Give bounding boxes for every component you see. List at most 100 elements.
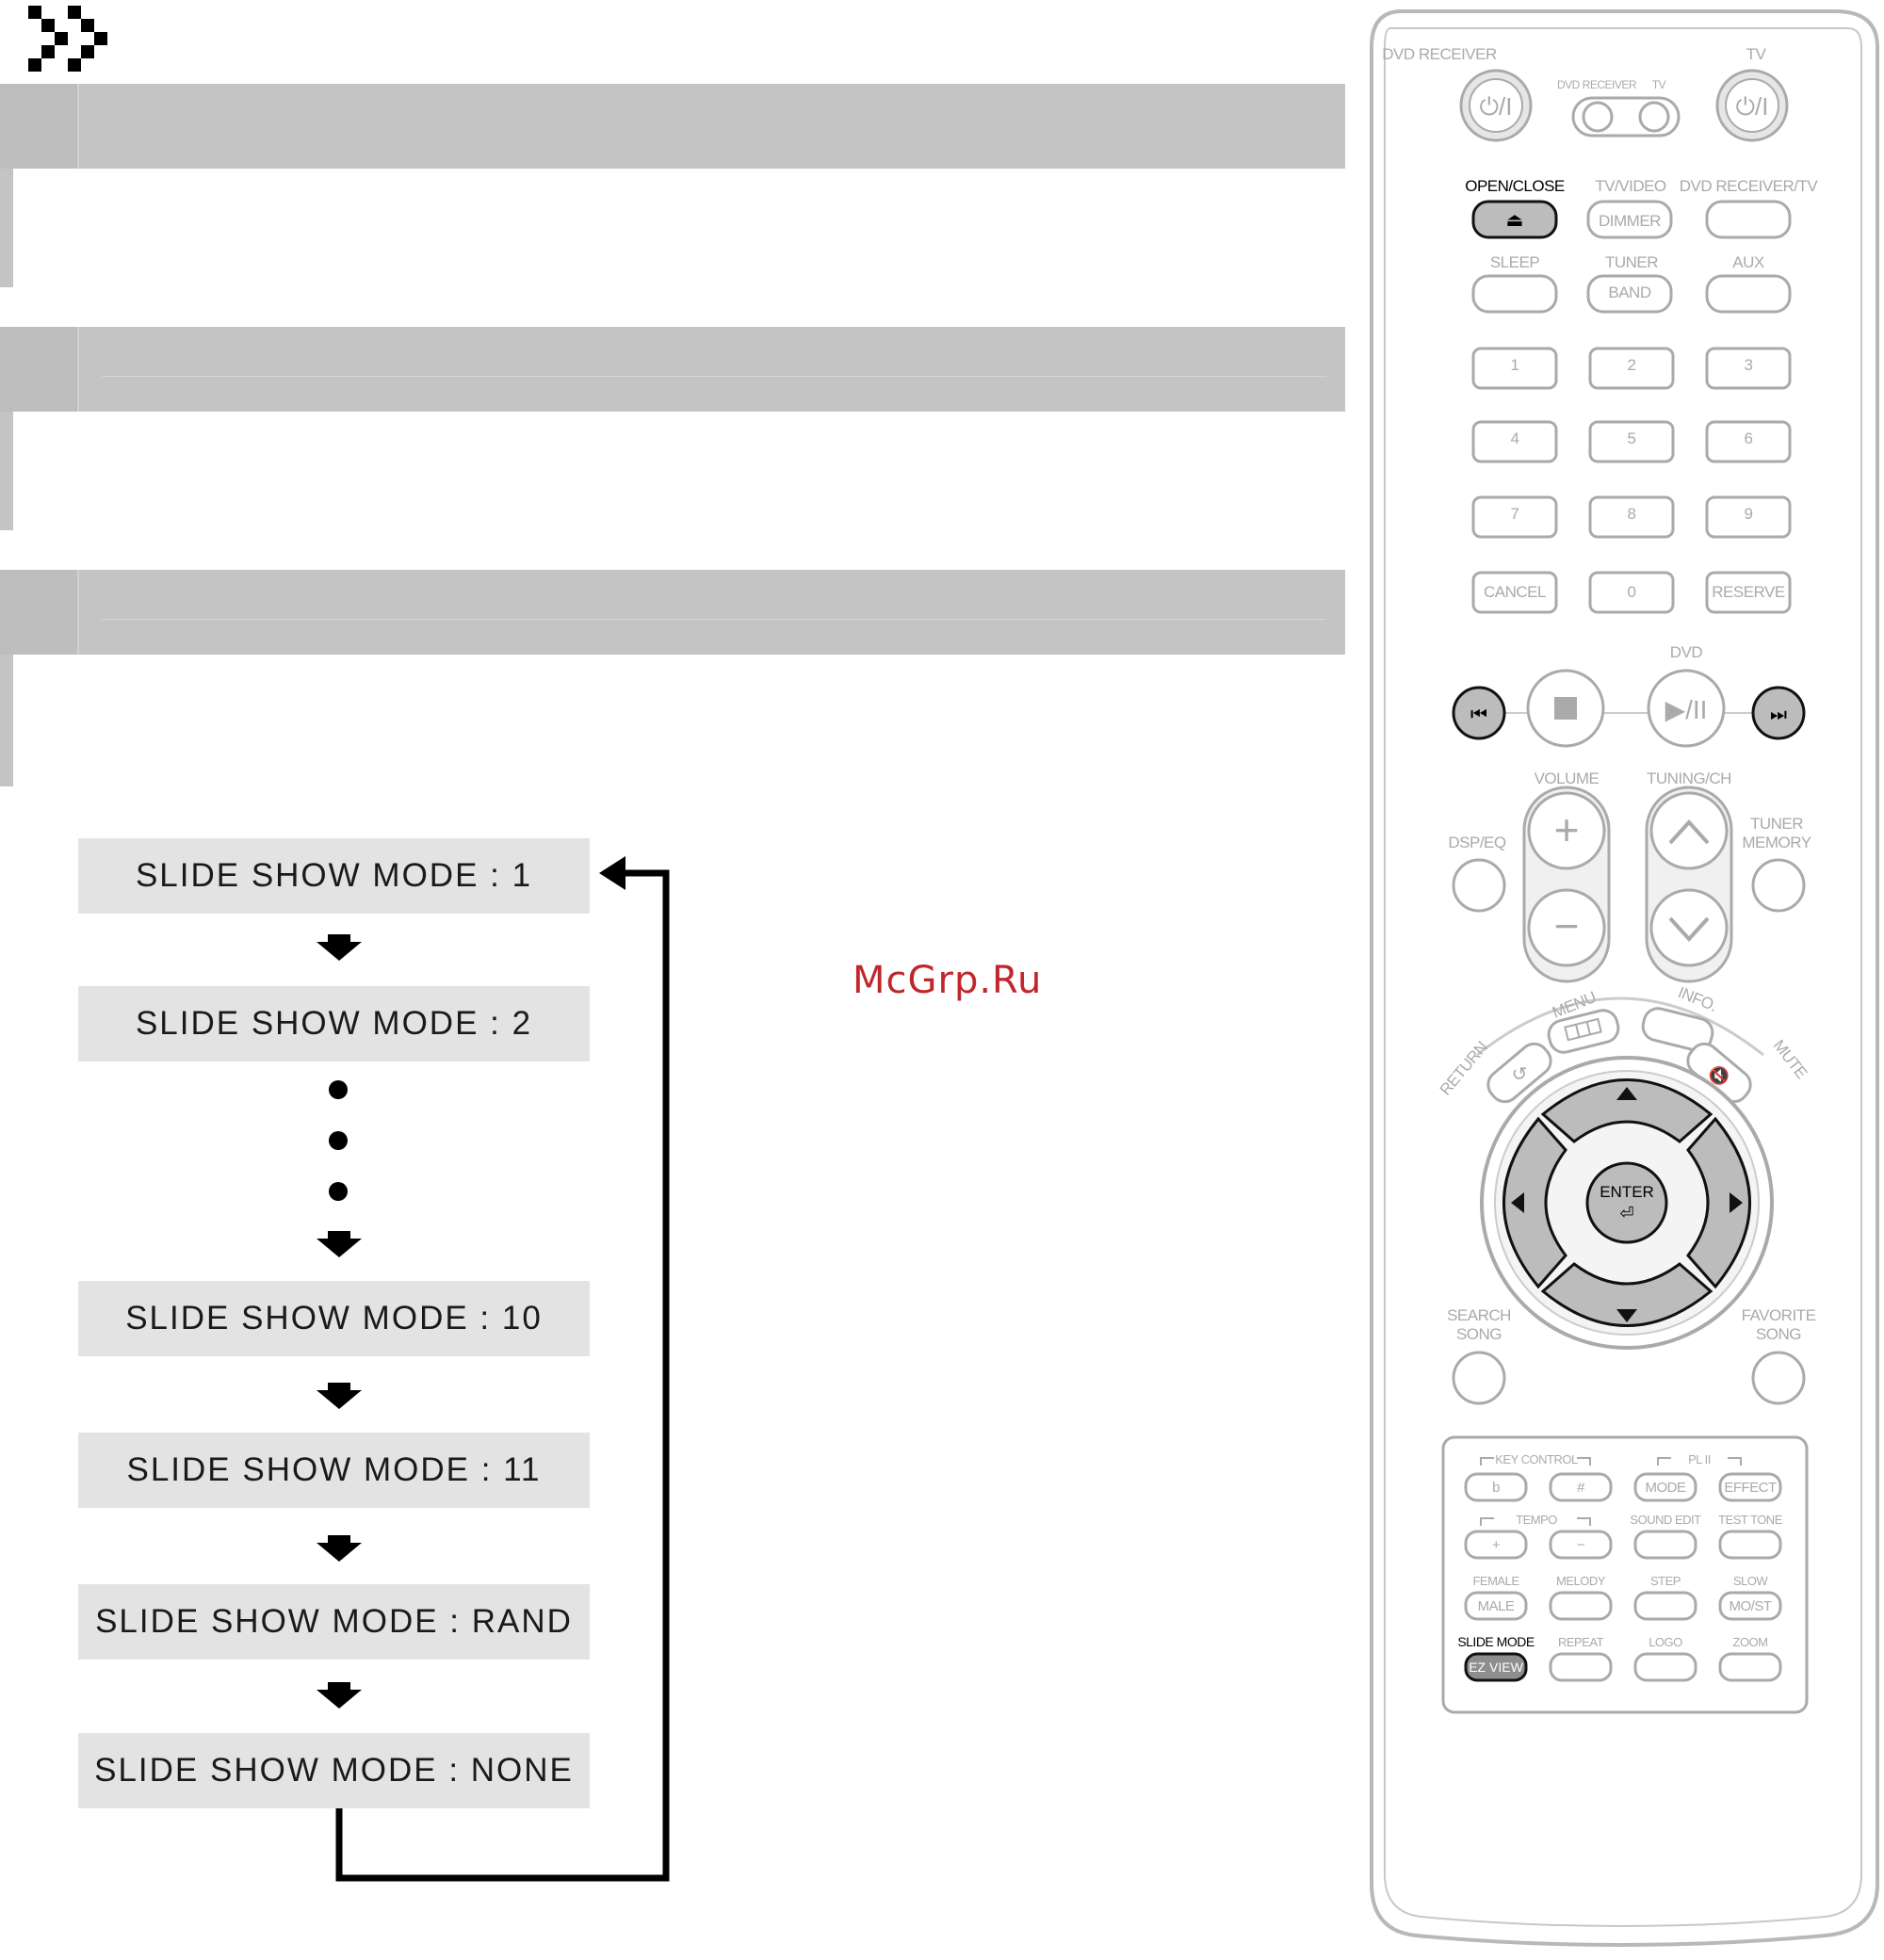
key-sharp-button[interactable]: # bbox=[1549, 1472, 1613, 1502]
sound-edit-button[interactable] bbox=[1633, 1530, 1697, 1560]
enter-icon: ⏎ bbox=[1619, 1204, 1633, 1223]
tv-power-button[interactable]: ⏻/I bbox=[1715, 69, 1789, 142]
arrow-up-icon bbox=[1616, 1087, 1637, 1100]
number-button-3[interactable]: 3 bbox=[1705, 347, 1792, 390]
melody-button[interactable] bbox=[1549, 1591, 1613, 1621]
aux-button[interactable] bbox=[1705, 274, 1792, 314]
section-side-rule bbox=[0, 412, 13, 530]
zoom-button[interactable] bbox=[1718, 1652, 1782, 1682]
dvd-receiver-tv-label: DVD RECEIVER/TV bbox=[1680, 177, 1819, 195]
return-icon: ↺ bbox=[1512, 1064, 1528, 1085]
tempo-down-button[interactable]: − bbox=[1549, 1530, 1613, 1560]
svg-text:5: 5 bbox=[1628, 429, 1636, 447]
mode-toggle-switch[interactable] bbox=[1571, 96, 1681, 138]
mode-label: SLIDE SHOW MODE : 2 bbox=[135, 1005, 533, 1042]
number-button-9[interactable]: 9 bbox=[1705, 495, 1792, 539]
number-button-2[interactable]: 2 bbox=[1588, 347, 1675, 390]
return-button[interactable]: ↺ bbox=[1483, 1038, 1557, 1108]
enter-button[interactable]: ENTER ⏎ bbox=[1585, 1161, 1668, 1244]
ellipsis-dot bbox=[329, 1182, 348, 1201]
male-button[interactable]: MALE bbox=[1464, 1591, 1528, 1621]
mode-label: SLIDE SHOW MODE : NONE bbox=[94, 1752, 574, 1789]
tuner-memory-button[interactable] bbox=[1751, 858, 1806, 913]
svg-text:MO/ST: MO/ST bbox=[1730, 1598, 1772, 1614]
svg-text:4: 4 bbox=[1511, 429, 1519, 447]
dvd-receiver-tv-button[interactable] bbox=[1705, 200, 1792, 239]
mode-box-10: SLIDE SHOW MODE : 10 bbox=[78, 1281, 590, 1356]
section-header-bar-1 bbox=[0, 84, 1345, 169]
key-flat-button[interactable]: b bbox=[1464, 1472, 1528, 1502]
stop-button[interactable] bbox=[1526, 669, 1605, 748]
mode-label: SLIDE SHOW MODE : RAND bbox=[95, 1603, 573, 1640]
power-icon: ⏻/I bbox=[1479, 92, 1512, 121]
svg-text:CANCEL: CANCEL bbox=[1484, 583, 1546, 601]
dvd-receiver-power-button[interactable]: ⏻/I bbox=[1459, 69, 1533, 142]
cancel-button[interactable]: CANCEL bbox=[1471, 571, 1558, 614]
band-button[interactable]: BAND bbox=[1586, 274, 1673, 314]
svg-text:2: 2 bbox=[1628, 356, 1636, 374]
volume-up-button[interactable]: + bbox=[1527, 791, 1606, 870]
repeat-button[interactable] bbox=[1549, 1652, 1613, 1682]
dsp-eq-label: DSP/EQ bbox=[1448, 834, 1506, 851]
svg-text:MALE: MALE bbox=[1478, 1598, 1515, 1614]
number-button-4[interactable]: 4 bbox=[1471, 420, 1558, 463]
pl2-effect-button[interactable]: EFFECT bbox=[1718, 1472, 1782, 1502]
svg-text:−: − bbox=[1577, 1537, 1585, 1553]
remote-control: .o { fill:#fff; stroke:#aaa; stroke-widt… bbox=[1370, 9, 1879, 1947]
volume-label: VOLUME bbox=[1535, 769, 1600, 787]
melody-label: MELODY bbox=[1556, 1574, 1606, 1588]
toggle-tv-label: TV bbox=[1652, 78, 1666, 91]
ez-view-button[interactable]: EZ VIEW bbox=[1464, 1652, 1528, 1682]
nav-left-button[interactable] bbox=[1502, 1116, 1567, 1289]
favorite-song-label: FAVORITE bbox=[1742, 1306, 1816, 1324]
minus-icon: − bbox=[1554, 901, 1580, 950]
dvd-receiver-label: DVD RECEIVER bbox=[1382, 45, 1497, 63]
repeat-label: REPEAT bbox=[1558, 1635, 1604, 1649]
previous-button[interactable]: ⏮ bbox=[1452, 686, 1506, 740]
number-button-6[interactable]: 6 bbox=[1705, 420, 1792, 463]
section-side-rule bbox=[0, 655, 13, 786]
number-button-0[interactable]: 0 bbox=[1588, 571, 1675, 614]
info-button[interactable] bbox=[1640, 1006, 1715, 1054]
number-button-1[interactable]: 1 bbox=[1471, 347, 1558, 390]
aux-label: AUX bbox=[1732, 253, 1764, 271]
logo-button[interactable] bbox=[1633, 1652, 1697, 1682]
favorite-song-button[interactable] bbox=[1751, 1351, 1806, 1405]
down-arrow-icon bbox=[317, 1383, 362, 1409]
section-header-tab bbox=[0, 570, 79, 655]
sleep-button[interactable] bbox=[1471, 274, 1558, 314]
tuner-label: TUNER bbox=[1605, 253, 1658, 271]
logo-label: LOGO bbox=[1648, 1635, 1682, 1649]
reserve-button[interactable]: RESERVE bbox=[1705, 571, 1792, 614]
section-side-rule bbox=[0, 169, 13, 287]
dsp-eq-button[interactable] bbox=[1452, 858, 1506, 913]
number-button-5[interactable]: 5 bbox=[1588, 420, 1675, 463]
tv-video-label: TV/VIDEO bbox=[1595, 177, 1666, 195]
mode-label: SLIDE SHOW MODE : 11 bbox=[126, 1451, 542, 1488]
play-pause-button[interactable]: ▶/II bbox=[1647, 669, 1726, 748]
section-header-bar-2 bbox=[0, 327, 1345, 412]
nav-right-button[interactable] bbox=[1686, 1116, 1751, 1289]
chevron-up-icon bbox=[1668, 819, 1710, 845]
dimmer-button[interactable]: DIMMER bbox=[1586, 200, 1673, 239]
channel-up-button[interactable] bbox=[1649, 791, 1729, 870]
channel-down-button[interactable] bbox=[1649, 888, 1729, 967]
search-song-button[interactable] bbox=[1452, 1351, 1506, 1405]
mo-st-button[interactable]: MO/ST bbox=[1718, 1591, 1782, 1621]
number-button-8[interactable]: 8 bbox=[1588, 495, 1675, 539]
step-button[interactable] bbox=[1633, 1591, 1697, 1621]
number-button-7[interactable]: 7 bbox=[1471, 495, 1558, 539]
test-tone-button[interactable] bbox=[1718, 1530, 1782, 1560]
header-divider bbox=[102, 619, 1326, 620]
svg-text:+: + bbox=[1492, 1537, 1501, 1553]
tempo-up-button[interactable]: + bbox=[1464, 1530, 1528, 1560]
next-button[interactable]: ⏭ bbox=[1751, 686, 1806, 740]
toggle-dvd-label: DVD RECEIVER bbox=[1557, 78, 1637, 91]
pl2-mode-button[interactable]: MODE bbox=[1633, 1472, 1697, 1502]
nav-up-button[interactable] bbox=[1540, 1078, 1713, 1143]
section-header-bar-3 bbox=[0, 570, 1345, 655]
nav-down-button[interactable] bbox=[1540, 1262, 1713, 1327]
volume-down-button[interactable]: − bbox=[1527, 888, 1606, 967]
menu-button[interactable] bbox=[1546, 1008, 1621, 1056]
open-close-button[interactable]: ⏏ bbox=[1471, 200, 1558, 239]
